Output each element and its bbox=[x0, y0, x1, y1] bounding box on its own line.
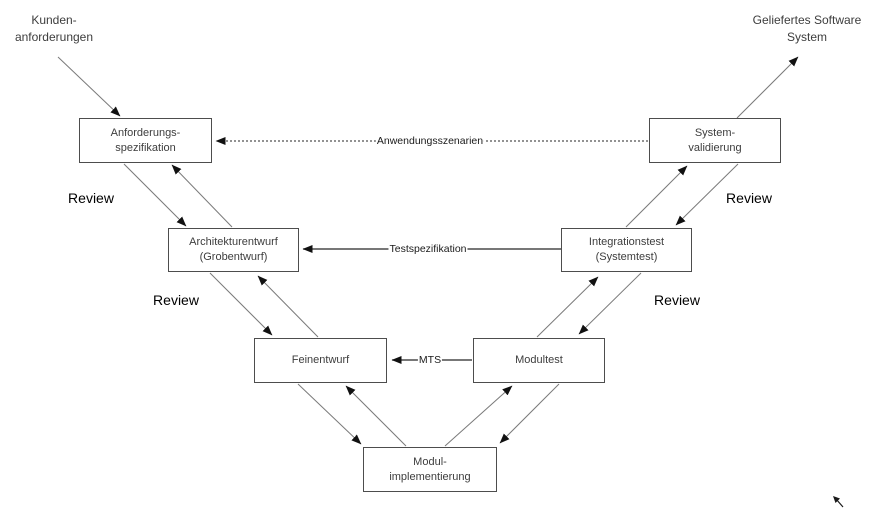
edge-architekturentwurf-to-feinentwurf bbox=[209, 272, 273, 336]
mouse-cursor-icon bbox=[833, 496, 844, 508]
node-modultest: Modultest bbox=[473, 338, 605, 383]
edge-modultest-to-integrationstest bbox=[536, 276, 599, 338]
edge-feinentwurf-review-to-architekturentwurf bbox=[257, 275, 319, 338]
node-modulimplementierung-label: Modul- implementierung bbox=[389, 455, 471, 483]
label-kundenanforderungen: Kunden- anforderungen bbox=[14, 13, 94, 44]
node-modultest-label: Modultest bbox=[515, 354, 563, 366]
edge-modulimplementierung-to-modultest bbox=[444, 385, 513, 447]
node-architekturentwurf: Architekturentwurf (Grobentwurf) bbox=[168, 228, 299, 272]
edge-modulimplementierung-review-to-feinentwurf bbox=[345, 385, 407, 447]
node-feinentwurf-label: Feinentwurf bbox=[291, 354, 350, 366]
label-anwendungsszenarien: Anwendungsszenarien bbox=[375, 135, 485, 147]
node-systemvalidierung-label: System- validierung bbox=[688, 126, 742, 154]
node-architekturentwurf-label: Architekturentwurf (Grobentwurf) bbox=[189, 236, 278, 263]
node-anforderungsspezifikation: Anforderungs- spezifikation bbox=[79, 118, 212, 163]
node-anforderungsspezifikation-label: Anforderungs- spezifikation bbox=[110, 126, 181, 154]
label-review-right-upper: Review bbox=[726, 190, 772, 206]
label-review-right-lower: Review bbox=[654, 292, 700, 308]
node-integrationstest-label: Integrationstest (Systemtest) bbox=[588, 236, 665, 263]
label-review-left-lower: Review bbox=[153, 292, 199, 308]
edge-anforderungsspezifikation-to-architekturentwurf bbox=[123, 163, 187, 227]
node-modulimplementierung: Modul- implementierung bbox=[363, 447, 497, 492]
edge-systemvalidierung-to-geliefertes-system bbox=[736, 56, 799, 119]
edge-systemvalidierung-review-to-integrationstest bbox=[675, 163, 739, 226]
label-testspezifikation: Testspezifikation bbox=[388, 243, 468, 255]
edge-integrationstest-review-to-modultest bbox=[578, 272, 642, 335]
label-geliefertes-software-system: Geliefertes Software System bbox=[752, 13, 862, 44]
edge-architekturentwurf-review-to-anforderungsspezifikation bbox=[171, 164, 233, 228]
node-integrationstest: Integrationstest (Systemtest) bbox=[561, 228, 692, 272]
edge-modultest-review-to-modulimplementierung bbox=[499, 383, 560, 444]
edge-integrationstest-to-systemvalidierung bbox=[625, 165, 688, 228]
label-mts: MTS bbox=[417, 354, 443, 366]
node-feinentwurf: Feinentwurf bbox=[254, 338, 387, 383]
edge-kundenanforderungen-to-anforderungsspezifikation bbox=[57, 56, 121, 117]
node-systemvalidierung: System- validierung bbox=[649, 118, 781, 163]
label-review-left-upper: Review bbox=[68, 190, 114, 206]
edge-feinentwurf-to-modulimplementierung bbox=[297, 383, 362, 445]
